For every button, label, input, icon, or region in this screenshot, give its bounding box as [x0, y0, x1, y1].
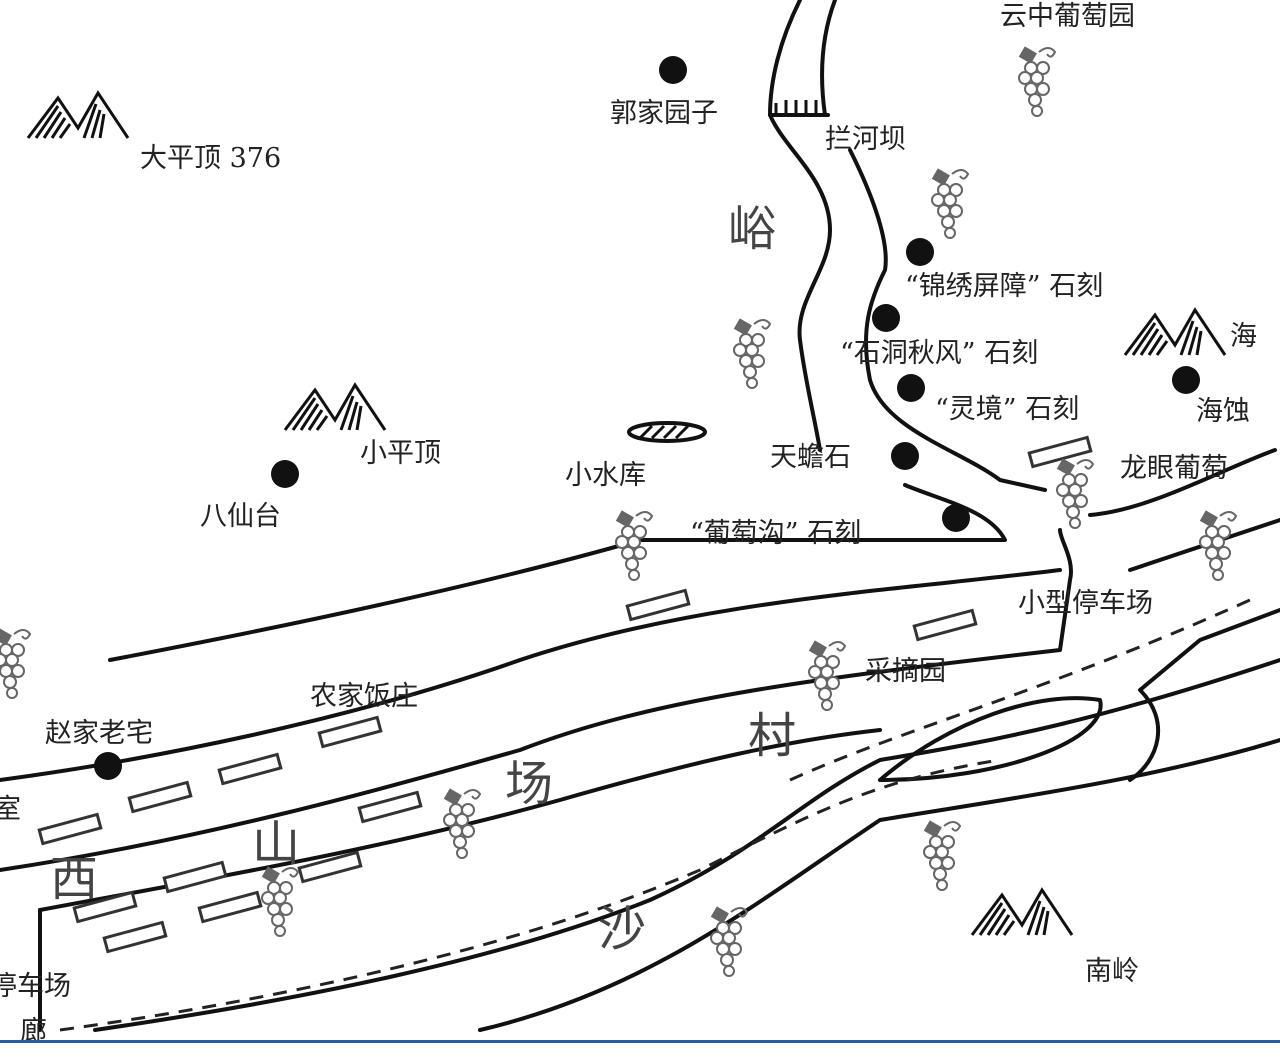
mountain-icon — [26, 91, 130, 140]
grape-icon — [614, 509, 653, 581]
label-shidong-carving: “石洞秋风” 石刻 — [840, 338, 1038, 369]
mountain-icon — [1123, 308, 1227, 357]
marker-baxian[interactable] — [271, 460, 299, 488]
label-small-parking: 小型停车场 — [1018, 588, 1153, 619]
label-caizhai-yuan: 采摘园 — [865, 656, 946, 687]
label-jinxiu-carving: “锦绣屏障” 石刻 — [905, 271, 1103, 302]
grape-icon — [930, 167, 969, 239]
grape-icon — [0, 627, 31, 699]
marker-lingjing[interactable] — [897, 374, 925, 402]
label-baxian-tai: 八仙台 — [200, 501, 281, 532]
grape-icon — [260, 865, 299, 937]
label-river-sha: 沙 — [598, 901, 646, 957]
label-village-char-3: 场 — [505, 756, 553, 812]
marker-tianchan[interactable] — [891, 442, 919, 470]
grape-icon — [1055, 457, 1094, 529]
label-xiaopingding: 小平顶 — [360, 438, 441, 469]
grape-icon — [807, 639, 846, 711]
label-nongjia-fanzhuang: 农家饭庄 — [310, 681, 418, 712]
label-parking: 停车场 — [0, 971, 71, 1002]
label-guojia-yuanzi: 郭家园子 — [610, 98, 718, 129]
marker-haishi[interactable] — [1172, 366, 1200, 394]
buildings — [37, 435, 1093, 954]
marker-zhaojia[interactable] — [94, 752, 122, 780]
label-village-char-2: 山 — [252, 816, 300, 872]
label-yunzhong-vineyard: 云中葡萄园 — [1000, 1, 1135, 32]
label-shi: 室 — [0, 794, 21, 825]
label-lingjing-carving: “灵境” 石刻 — [935, 394, 1079, 425]
village-roads — [0, 528, 1280, 1032]
label-dapingding: 大平顶 376 — [140, 143, 281, 174]
label-lanhe-ba: 拦河坝 — [825, 124, 906, 155]
label-haishi: 海蚀 — [1196, 396, 1250, 427]
label-tianchan-shi: 天蟾石 — [770, 442, 851, 473]
label-xiao-shuiku: 小水库 — [565, 460, 646, 491]
label-zhaojia-laozhai: 赵家老宅 — [45, 718, 153, 749]
grape-icon — [709, 905, 748, 977]
label-putaogou-carving: “葡萄沟” 石刻 — [690, 518, 861, 549]
grape-icon — [1198, 509, 1237, 581]
label-longyan-vineyard: 龙眼葡萄 — [1120, 453, 1228, 484]
point-markers — [94, 56, 1200, 780]
label-nanling: 南岭 — [1085, 956, 1139, 987]
grape-icon — [732, 317, 771, 389]
mountain-icon — [283, 383, 387, 432]
marker-jinxiu[interactable] — [906, 238, 934, 266]
label-hai: 海 — [1230, 321, 1257, 352]
marker-shidong[interactable] — [872, 304, 900, 332]
marker-putaogou[interactable] — [942, 504, 970, 532]
bottom-border — [0, 1040, 1280, 1059]
label-village-char-1: 西 — [50, 851, 98, 907]
map-labels: 云中葡萄园 郭家园子 拦河坝 大平顶 376 峪 “锦绣屏障” 石刻 “石洞秋风… — [0, 1, 1257, 1047]
reservoir-hatch — [638, 424, 690, 440]
grape-icon — [1017, 45, 1056, 117]
label-yu: 峪 — [728, 201, 776, 257]
grape-icon — [922, 819, 961, 891]
marker-guojia[interactable] — [659, 56, 687, 84]
label-village-char-4: 村 — [748, 708, 796, 764]
mountain-icon — [970, 888, 1074, 937]
